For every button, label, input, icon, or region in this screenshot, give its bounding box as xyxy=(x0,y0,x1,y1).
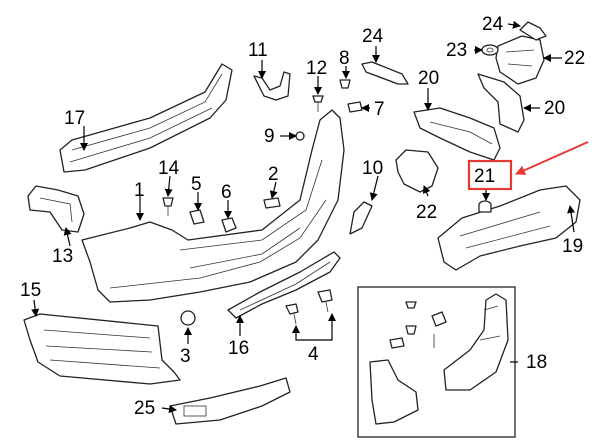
callout-23: 23 xyxy=(446,40,467,61)
callout-16: 16 xyxy=(228,338,249,359)
part-23-clip xyxy=(481,44,499,56)
callout-24-center: 24 xyxy=(362,26,384,47)
callout-8: 8 xyxy=(339,48,350,69)
callout-25: 25 xyxy=(134,398,155,419)
callout-1: 1 xyxy=(134,180,145,201)
part-22-shield-top xyxy=(495,35,545,85)
callout-2: 2 xyxy=(268,164,279,185)
part-19-under-shield xyxy=(437,185,581,271)
part-13-bracket xyxy=(27,185,85,233)
callout-10: 10 xyxy=(362,158,383,179)
part-20-bracket-left xyxy=(413,107,501,161)
part-25-trim xyxy=(169,377,291,425)
callout-3: 3 xyxy=(180,346,191,367)
callout-15: 15 xyxy=(20,280,41,301)
callout-13: 13 xyxy=(52,246,73,267)
part-16-lower-trim xyxy=(227,251,341,319)
part-20-bracket-right xyxy=(477,73,525,133)
part-17-reinforcement-bar xyxy=(59,63,233,173)
part-24-bracket-right xyxy=(519,21,547,41)
callout-21: 21 xyxy=(474,166,495,187)
part-15-lower-deflector xyxy=(23,313,181,385)
part-10-reflector xyxy=(349,201,373,235)
callout-24-right: 24 xyxy=(482,14,504,35)
leader-lines xyxy=(31,20,576,413)
callout-5: 5 xyxy=(191,174,202,195)
highlight-arrow xyxy=(515,141,589,175)
callout-22-lower: 22 xyxy=(416,202,437,223)
callout-18: 18 xyxy=(526,352,547,373)
callout-19: 19 xyxy=(562,236,583,257)
part-1-bumper-cover xyxy=(81,109,345,303)
callout-12: 12 xyxy=(306,58,327,79)
callout-20-left: 20 xyxy=(418,68,439,89)
callout-9: 9 xyxy=(264,126,275,147)
callout-17: 17 xyxy=(64,108,85,129)
callout-20-right: 20 xyxy=(544,98,565,119)
part-22-shield-lower xyxy=(395,149,439,193)
part-24-strip-center xyxy=(361,61,409,85)
callout-7: 7 xyxy=(374,99,385,120)
callout-6: 6 xyxy=(221,182,232,203)
callout-14: 14 xyxy=(158,158,180,179)
highlight-box xyxy=(467,159,513,191)
part-21-clip xyxy=(478,200,492,213)
callout-labels: 17 1 11 12 8 24 7 9 10 2 14 5 6 13 15 3 … xyxy=(20,14,585,419)
inset-18-mud-flap xyxy=(357,286,516,438)
part-11-bracket xyxy=(253,71,291,101)
callout-11: 11 xyxy=(248,40,268,61)
callout-22-top: 22 xyxy=(564,48,585,69)
callout-4: 4 xyxy=(308,344,319,365)
highlight-part-21 xyxy=(467,141,589,191)
